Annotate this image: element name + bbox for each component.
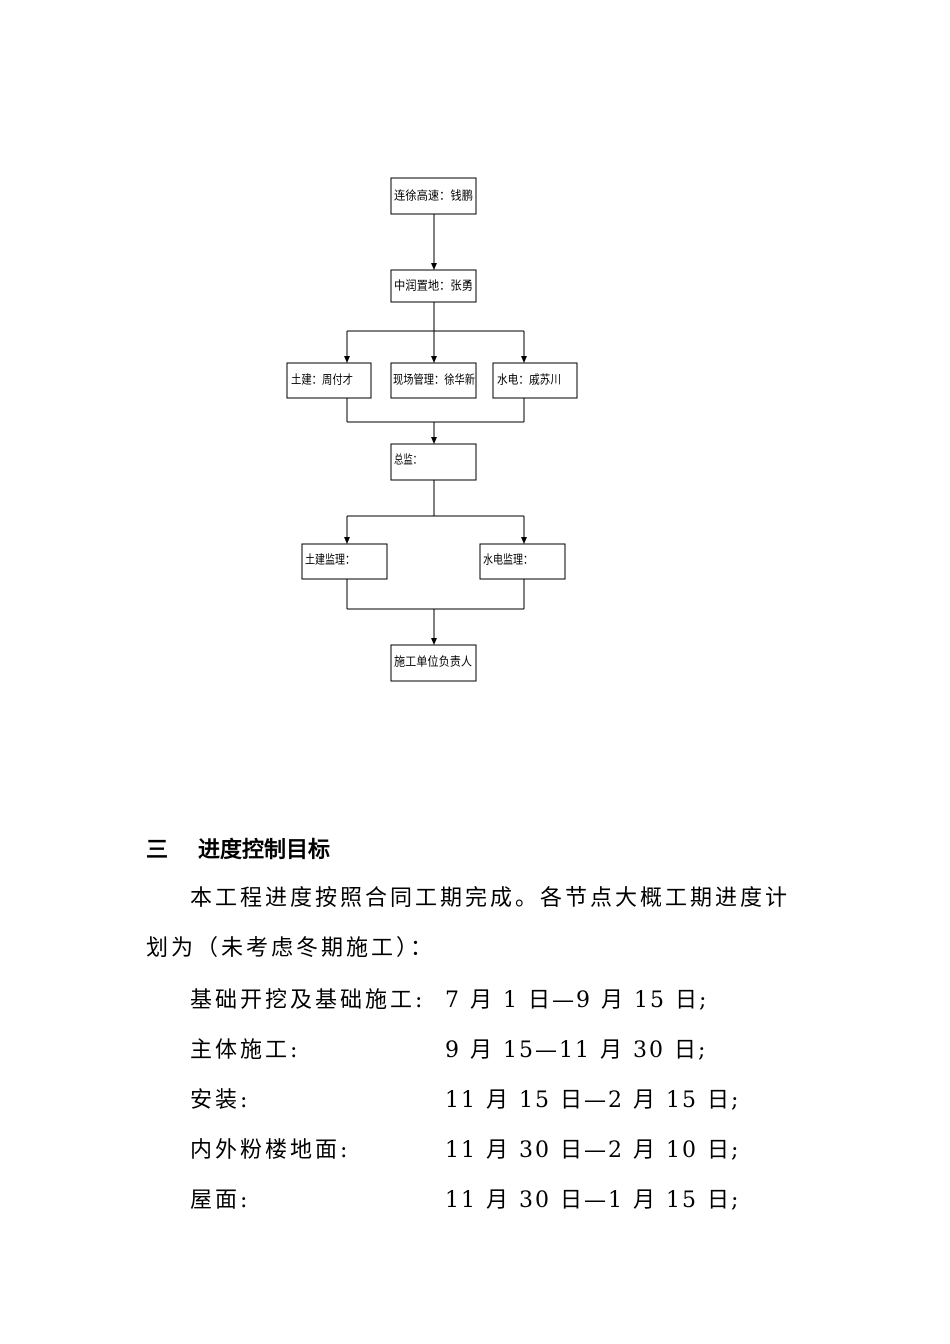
org-box-contractor-label: 施工单位负责人	[394, 654, 472, 669]
schedule-dates: 7 月 1 日—9 月 15 日;	[445, 988, 709, 1013]
org-box-mep-frame	[492, 362, 578, 399]
org-box-mep: 水电：戚苏川	[492, 362, 578, 399]
org-box-civil-label: 土建：周付才	[291, 373, 353, 387]
schedule-label: 内外粉楼地面:	[190, 1138, 351, 1163]
schedule-dates: 11 月 30 日—1 月 15 日;	[445, 1188, 741, 1213]
arrow-civil-sup	[344, 537, 350, 544]
org-box-site-label: 现场管理：徐华新	[393, 372, 475, 387]
schedule-label: 基础开挖及基础施工:	[190, 988, 426, 1013]
arrow-site	[431, 356, 437, 363]
org-box-owner-frame	[390, 269, 477, 303]
schedule-dates: 9 月 15—11 月 30 日;	[445, 1038, 708, 1063]
paragraph-line-2: 划为（未考虑冬期施工）：	[146, 936, 436, 961]
org-box-chief-label: 总监：	[394, 453, 422, 467]
org-box-civil-sup: 土建监理：	[301, 543, 388, 580]
org-box-mep-sup-frame	[479, 543, 566, 580]
org-box-top-label: 连徐高速：钱鹏	[394, 188, 473, 203]
schedule-dates: 11 月 15 日—2 月 15 日;	[445, 1088, 741, 1113]
org-chart-arrowheads	[344, 263, 527, 645]
org-box-owner: 中润置地：张勇	[390, 269, 477, 303]
schedule-label: 屋面:	[190, 1188, 251, 1213]
arrow-mep-sup	[521, 537, 527, 544]
paragraph-line-1: 本工程进度按照合同工期完成。各节点大概工期进度计	[190, 886, 791, 911]
schedule-label: 主体施工:	[190, 1038, 301, 1063]
schedule-dates: 11 月 30 日—2 月 10 日;	[445, 1138, 741, 1163]
arrow-owner	[431, 263, 437, 270]
org-box-chief: 总监：	[390, 443, 477, 481]
org-box-mep-label: 水电：戚苏川	[497, 373, 561, 387]
section-number: 三	[146, 838, 169, 863]
org-box-chief-frame	[390, 443, 477, 481]
arrow-mep	[521, 356, 527, 363]
org-box-contractor-frame	[390, 644, 477, 682]
org-box-top: 连徐高速：钱鹏	[390, 177, 477, 215]
org-chart: 连徐高速：钱鹏 中润置地：张勇 土建：周付才 现场管理：徐华新 水电：戚苏川 总…	[286, 177, 578, 682]
org-box-civil: 土建：周付才	[286, 362, 372, 399]
org-box-site-frame	[390, 362, 477, 399]
org-box-civil-sup-label: 土建监理：	[305, 553, 355, 567]
org-box-mep-sup: 水电监理：	[479, 543, 566, 580]
org-box-civil-sup-frame	[301, 543, 388, 580]
org-box-mep-sup-label: 水电监理：	[483, 553, 533, 567]
section-title: 进度控制目标	[198, 838, 331, 863]
arrow-contractor	[431, 638, 437, 645]
arrow-civil	[344, 356, 350, 363]
org-box-owner-label: 中润置地：张勇	[394, 278, 473, 293]
org-chart-connectors	[346, 214, 525, 639]
org-box-site: 现场管理：徐华新	[390, 362, 477, 399]
schedule-label: 安装:	[190, 1088, 251, 1113]
org-box-contractor: 施工单位负责人	[390, 644, 477, 682]
arrow-chief	[431, 437, 437, 444]
org-box-top-frame	[390, 177, 477, 215]
org-box-civil-frame	[286, 362, 372, 399]
section-heading: 三 进度控制目标	[146, 832, 330, 864]
